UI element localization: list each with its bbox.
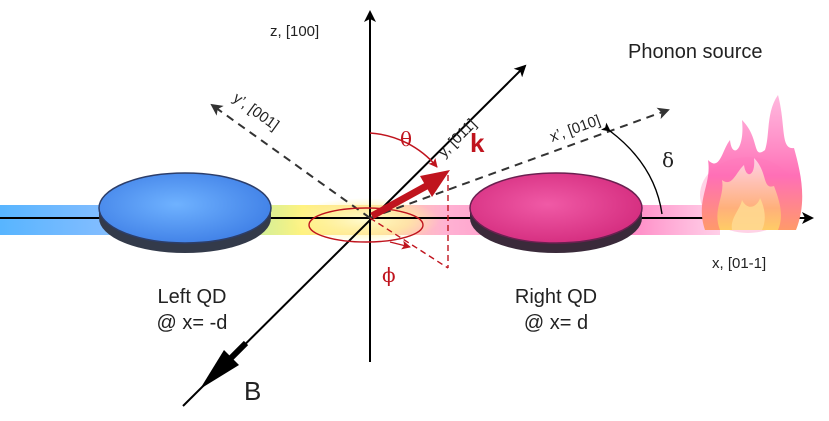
delta-arc [600, 122, 663, 215]
flame-icon [700, 95, 803, 233]
k-vector-arrowhead [420, 170, 450, 197]
phi-label: ϕ [382, 263, 396, 287]
y-prime-axis-label: y’, [001] [230, 89, 282, 134]
left-qd-position: @ x= -d [157, 312, 228, 334]
right-qd-name: Right QD [515, 286, 597, 308]
theta-label: θ [400, 127, 412, 151]
z-axis-label: z, [100] [270, 23, 319, 40]
k-vector-label: k [470, 128, 485, 158]
right-quantum-dot [469, 172, 643, 253]
k-vector-shaft [370, 180, 432, 220]
right-qd-position: @ x= d [524, 312, 588, 334]
y-prime-axis [210, 103, 371, 219]
phi-ellipse [308, 207, 424, 243]
x-prime-axis [369, 107, 670, 219]
x-prime-axis-label: x’, [010] [548, 112, 603, 146]
phonon-source-label: Phonon source [628, 41, 763, 63]
k-projection-inplane [369, 217, 449, 269]
b-field-label: B [244, 376, 261, 406]
origin-glow [290, 198, 440, 242]
theta-arc [369, 132, 438, 168]
b-field-arrowhead [200, 350, 239, 389]
delta-label: δ [662, 148, 674, 172]
left-quantum-dot [98, 172, 272, 253]
x-axis-label: x, [01-1] [712, 255, 766, 272]
left-qd-name: Left QD [158, 286, 227, 308]
phi-arrow [389, 240, 411, 250]
